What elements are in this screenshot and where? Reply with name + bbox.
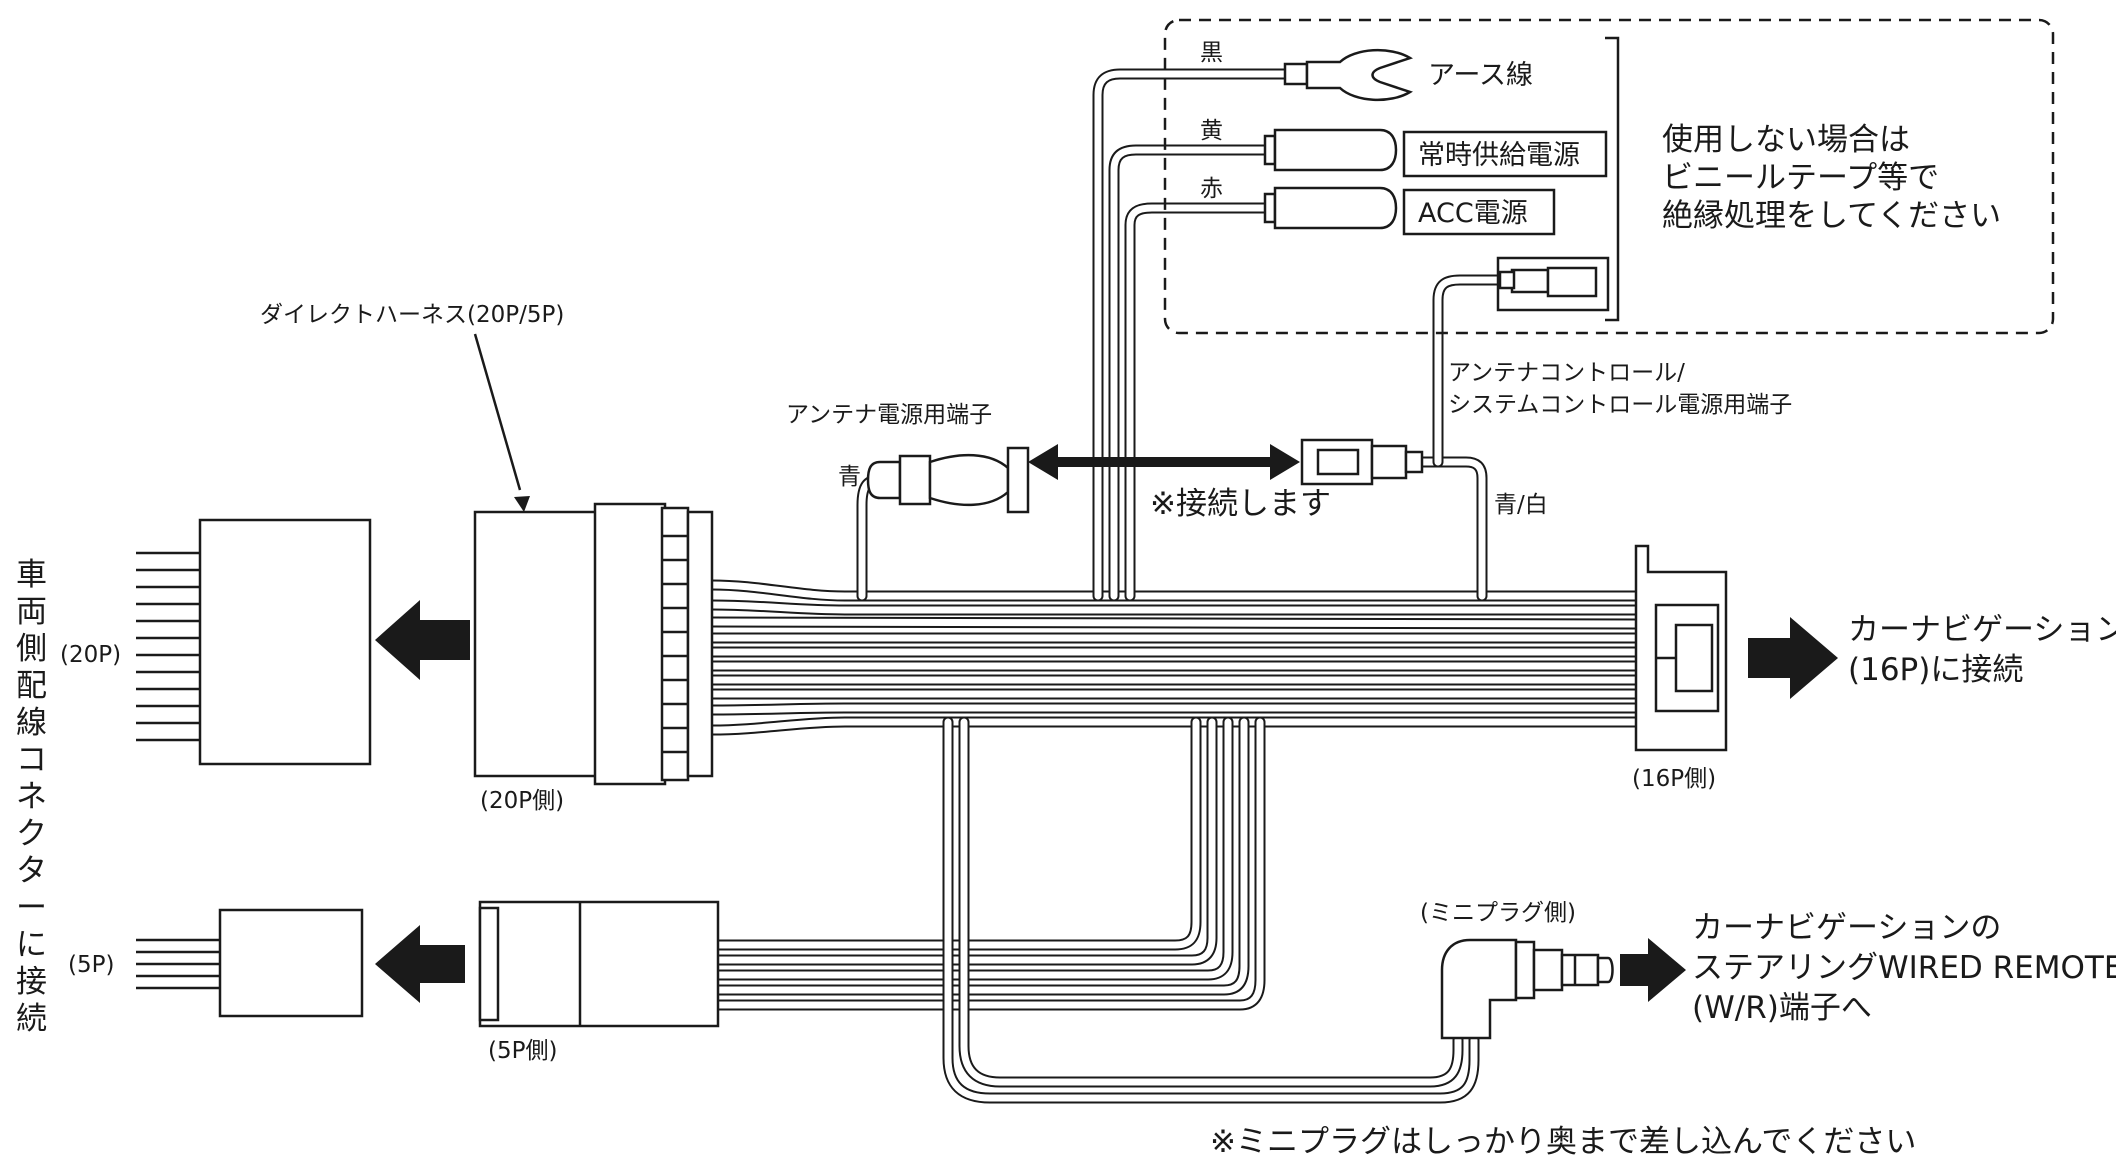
vertical-label-char: 両 <box>16 594 47 630</box>
vehicle-20p-body <box>198 518 372 766</box>
navi-16p-line1: カーナビゲーション <box>1848 612 2116 648</box>
side-20p-label: (20P側) <box>480 788 564 814</box>
five-pin-wires <box>709 716 1480 1104</box>
harness-20p-connector <box>473 502 714 786</box>
vehicle-5p-connector <box>136 908 364 1018</box>
unused-note-line2: ビニールテープ等で <box>1662 160 1939 196</box>
harness-leader-line <box>473 333 522 491</box>
antenna-wire-color-label: 青 <box>838 464 861 490</box>
main-trunk-wires <box>706 579 1646 736</box>
navi-16p-line2: (16P)に接続 <box>1848 652 2023 688</box>
power-wires <box>1092 68 1291 602</box>
harness-5p-body <box>478 900 720 1028</box>
vertical-label-char: 配 <box>16 668 47 704</box>
vertical-label-char: 接 <box>16 964 47 1000</box>
antenna-control-label-line1: アンテナコントロール/ <box>1448 360 1685 386</box>
connect-double-arrow-icon <box>1028 444 1300 480</box>
vehicle-20p-connector <box>136 518 372 766</box>
vertical-label-char: ネ <box>16 779 47 815</box>
mini-plug-icon <box>1440 938 1614 1040</box>
harness-20p-pins <box>660 506 690 782</box>
arrow-left-5p-icon <box>375 925 465 1003</box>
vehicle-5p-body <box>218 908 364 1018</box>
arrow-left-20p-icon <box>375 600 470 680</box>
black-wire-label: 黒 <box>1200 40 1223 66</box>
unused-note-line1: 使用しない場合は <box>1662 122 1910 158</box>
harness-16p-key <box>1674 623 1714 693</box>
harness-20p-shell <box>593 502 667 786</box>
wire-bundle <box>706 68 1646 1104</box>
steering-line2: ステアリングWIRED REMOTE <box>1692 950 2116 986</box>
unused-wires-dashed-box <box>1163 18 2055 335</box>
vertical-label-char: 線 <box>16 705 47 741</box>
harness-5p-connector <box>478 900 720 1028</box>
harness-title: ダイレクトハーネス(20P/5P) <box>260 302 564 328</box>
harness-20p-pin-lines <box>662 534 688 754</box>
vertical-label-char: コ <box>16 742 47 778</box>
harness-16p-connector <box>1634 544 1728 752</box>
vehicle-20p-leads <box>136 551 200 742</box>
ground-wire-label: アース線 <box>1428 60 1533 91</box>
antenna-control-label-line2: システムコントロール電源用端子 <box>1448 392 1792 418</box>
side-16p-label: (16P側) <box>1632 766 1716 792</box>
connect-note: ※接続します <box>1150 486 1331 522</box>
constant-power-label: 常時供給電源 <box>1418 140 1580 171</box>
vehicle-20p-label: (20P) <box>60 642 121 668</box>
harness-5p-latch <box>478 906 500 1022</box>
vertical-label-char: 続 <box>16 1001 47 1037</box>
arrow-right-miniplug-icon <box>1620 938 1686 1002</box>
red-wire-terminal <box>1263 186 1398 230</box>
antenna-control-terminal <box>1300 438 1424 486</box>
vehicle-5p-leads <box>136 938 220 990</box>
harness-leader-arrowhead-icon <box>514 496 530 512</box>
vertical-label-char: に <box>16 927 47 963</box>
harness-20p-latch <box>686 510 714 778</box>
yellow-wire-terminal <box>1263 128 1398 172</box>
antenna-power-terminal <box>866 446 1030 514</box>
unused-control-terminal <box>1496 256 1610 312</box>
vertical-label-char: タ <box>16 853 47 889</box>
antenna-control-wire <box>1414 274 1506 602</box>
unused-bracket <box>1605 36 1620 322</box>
mini-plug-note: ※ミニプラグはしっかり奥まで差し込んでください <box>1210 1124 1916 1160</box>
mini-plug-side-label: (ミニプラグ側) <box>1420 900 1576 926</box>
vertical-label-char: 側 <box>16 631 47 667</box>
antenna-power-terminal-label: アンテナ電源用端子 <box>786 402 992 428</box>
steering-line3: (W/R)端子へ <box>1692 990 1872 1026</box>
unused-note-line3: 絶縁処理をしてください <box>1662 198 2001 234</box>
acc-power-box <box>1402 188 1556 236</box>
red-wire-label: 赤 <box>1200 176 1223 202</box>
vehicle-5p-label: (5P) <box>68 952 114 978</box>
vertical-label-char: ク <box>16 816 47 852</box>
side-5p-label: (5P側) <box>488 1038 557 1064</box>
acc-power-label: ACC電源 <box>1418 198 1528 229</box>
control-wire-color-label: 青/白 <box>1494 492 1548 518</box>
vertical-label-char: 車 <box>16 557 47 593</box>
constant-power-box <box>1402 130 1608 178</box>
vertical-label-char: ー <box>16 890 47 926</box>
steering-line1: カーナビゲーションの <box>1692 910 2001 946</box>
yellow-wire-label: 黄 <box>1200 118 1223 144</box>
arrow-right-16p-icon <box>1748 617 1838 699</box>
ground-terminal-icon <box>1283 48 1413 102</box>
